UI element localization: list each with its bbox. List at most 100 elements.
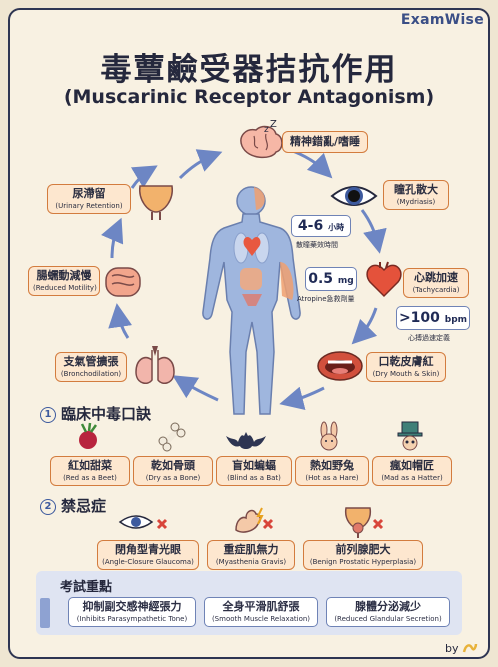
mnemonic-dry-en: (Dry as a Bone) [145,474,201,482]
mnemonic-red-en: (Red as a Beet) [63,474,117,482]
lungs-icon [135,346,175,385]
bronchodilation-en: (Bronchodilation) [60,370,122,378]
mydriasis-label: 瞳孔散大 [394,183,438,196]
hatter-icon [397,421,423,451]
dose-box: 0.5 mg [305,267,357,291]
reduced-motility-label: 腸蠕動減慢 [36,269,92,282]
exam-point-3: 腺體分泌減少 (Reduced Glandular Secretion) [326,597,450,627]
mnemonic-section-title: 1 臨床中毒口訣 [40,403,151,424]
dry-mouth-en: (Dry Mouth & Skin) [372,370,440,378]
reduced-motility-en: (Reduced Motility) [33,284,97,292]
bone-icon [158,422,186,452]
mnemonic-hot-en: (Hot as a Hare) [305,474,359,482]
myasthenia-label: 重症肌無力 [223,543,279,556]
dose-value: 0.5 [308,271,334,287]
page-title: 毒蕈鹼受器拮抗作用 [100,52,398,88]
tachycardia-label: 心跳加速 [414,271,458,284]
bph-label: 前列腺肥大 [335,543,391,556]
prostate-cross-icon [344,507,384,538]
mnemonic-red-label: 紅如甜菜 [68,459,112,472]
exam-title: 考試重點 [60,580,113,595]
dry-mouth-pill: 口乾皮膚紅 (Dry Mouth & Skin) [366,352,446,382]
svg-text:z: z [264,125,269,135]
mnemonic-blind-pill: 盲如蝙蝠 (Blind as a Bat) [216,456,292,486]
exam-accent-bar [40,598,50,628]
mnemonic-blind-label: 盲如蝙蝠 [232,459,276,472]
brain-icon: z Z [240,119,283,159]
page-subtitle: (Muscarinic Receptor Antagonism) [63,86,435,108]
mnemonic-hot-label: 熱如野兔 [310,459,354,472]
myasthenia-en: (Myasthenia Gravis) [215,558,287,566]
urinary-retention-label: 尿滯留 [72,187,106,200]
exam-point-2-label: 全身平滑肌舒張 [222,600,300,613]
tachycardia-pill: 心跳加速 (Tachycardia) [403,268,469,298]
signature-icon [462,643,478,653]
urinary-retention-pill: 尿滯留 (Urinary Retention) [47,184,131,214]
glaucoma-label: 閉角型青光眼 [115,543,181,556]
mnemonic-blind-en: (Blind as a Bat) [227,474,281,482]
mydriasis-en: (Mydriasis) [396,198,436,206]
exam-point-1-en: (Inhibits Parasympathetic Tone) [76,615,188,623]
exam-point-1-label: 抑制副交感神經張力 [82,600,182,613]
exam-point-1: 抑制副交感神經張力 (Inhibits Parasympathetic Tone… [68,597,196,627]
byline: by [445,642,478,655]
glaucoma-pill: 閉角型青光眼 (Angle-Closure Glaucoma) [97,540,199,570]
dose-caption: Atropine急救劑量 [297,295,355,303]
bladder-icon [139,185,173,220]
bph-en: (Benign Prostatic Hyperplasia) [309,558,417,566]
heart-icon [366,261,402,298]
rabbit-icon [320,421,338,451]
bronchodilation-label: 支氣管擴張 [63,355,119,368]
contraindication-section-title: 2 禁忌症 [40,495,106,516]
heart-rate-unit: bpm [444,315,468,325]
section-number-2: 2 [40,499,56,515]
duration-box: 4-6 小時 [291,215,351,237]
mnemonic-mad-label: 瘋如帽匠 [390,459,434,472]
mnemonic-mad-en: (Mad as a Hatter) [381,474,443,482]
heart-rate-box: >100 bpm [396,306,470,330]
cycle-arrows [101,148,387,411]
bph-pill: 前列腺肥大 (Benign Prostatic Hyperplasia) [303,540,423,570]
mnemonic-dry-label: 乾如骨頭 [151,459,195,472]
exam-point-2-en: (Smooth Muscle Relaxation) [211,615,311,623]
cns-effect-label: 精神錯亂/嗜睡 [289,135,361,148]
intestine-icon [105,267,141,297]
dose-unit: mg [337,276,354,286]
glaucoma-en: (Angle-Closure Glaucoma) [102,558,194,566]
reduced-motility-pill: 腸蠕動減慢 (Reduced Motility) [28,266,100,296]
mnemonic-hot-pill: 熱如野兔 (Hot as a Hare) [295,456,369,486]
eye-icon [330,186,378,206]
mnemonic-red-pill: 紅如甜菜 (Red as a Beet) [50,456,130,486]
dry-mouth-label: 口乾皮膚紅 [378,355,434,368]
heart-rate-value: >100 [398,310,440,326]
exam-point-2: 全身平滑肌舒張 (Smooth Muscle Relaxation) [204,597,318,627]
heart-organ [243,237,261,256]
mnemonic-mad-pill: 瘋如帽匠 (Mad as a Hatter) [372,456,452,486]
brand-logo: ExamWise [400,12,484,28]
byline-text: by [445,642,459,655]
mouth-icon [317,351,363,381]
brain-highlight [254,187,265,210]
myasthenia-pill: 重症肌無力 (Myasthenia Gravis) [207,540,295,570]
bat-icon [226,432,266,449]
duration-unit: 小時 [328,223,345,232]
mnemonic-title-text: 臨床中毒口訣 [61,405,152,423]
tachycardia-en: (Tachycardia) [412,286,460,294]
organ-highlights [233,187,294,306]
beet-icon [79,422,98,449]
urinary-retention-en: (Urinary Retention) [55,202,123,210]
mnemonic-dry-pill: 乾如骨頭 (Dry as a Bone) [133,456,213,486]
muscle-cross-icon [235,507,274,533]
heart-rate-caption: 心搏過速定義 [408,334,450,342]
svg-text:Z: Z [270,119,277,130]
eye-cross-icon [118,515,168,530]
contraindication-title-text: 禁忌症 [61,497,107,515]
bronchodilation-pill: 支氣管擴張 (Bronchodilation) [55,352,127,382]
duration-value: 4-6 [297,218,324,234]
mydriasis-pill: 瞳孔散大 (Mydriasis) [383,180,449,210]
exam-point-3-en: (Reduced Glandular Secretion) [334,615,442,623]
section-number-1: 1 [40,407,56,423]
